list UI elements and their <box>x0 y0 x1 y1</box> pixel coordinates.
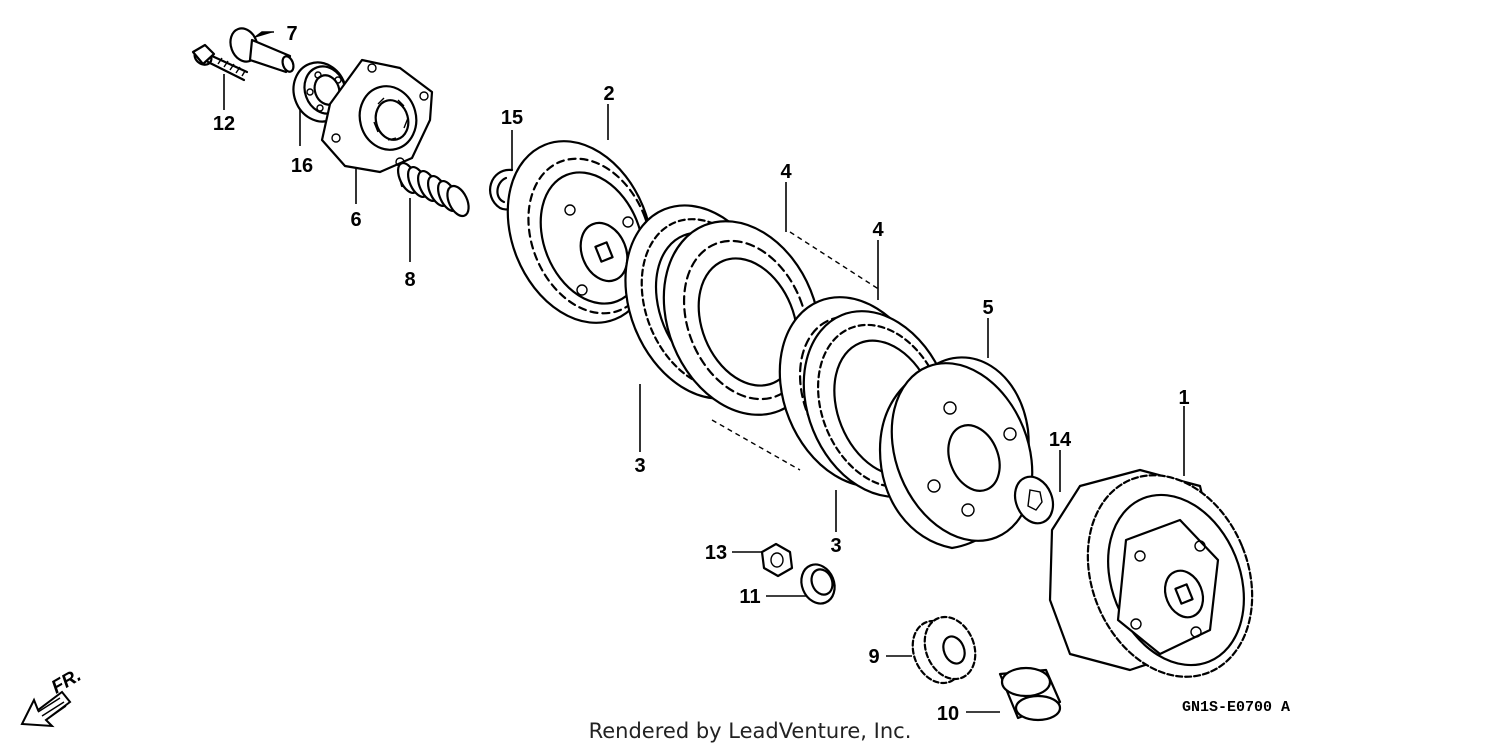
callout-6: 6 <box>350 209 361 231</box>
part-9-primary-gear[interactable] <box>904 609 984 690</box>
callout-13: 13 <box>705 542 727 564</box>
callout-11: 11 <box>739 586 760 608</box>
watermark: Rendered by LeadVenture, Inc. <box>589 719 912 743</box>
callout-7: 7 <box>286 23 297 45</box>
part-14-lock-washer[interactable] <box>1008 471 1059 529</box>
callout-2: 2 <box>603 83 614 105</box>
part-7-pin[interactable] <box>226 25 295 74</box>
part-1-clutch-drum[interactable] <box>1048 450 1281 701</box>
callout-12: 12 <box>213 113 235 135</box>
front-label: FR. <box>48 665 85 698</box>
callout-1: 1 <box>1178 387 1189 409</box>
part-13-nut[interactable] <box>760 542 794 578</box>
callout-14: 14 <box>1049 429 1072 451</box>
part-2-pressure-plate[interactable] <box>482 119 679 344</box>
part-10-collar[interactable] <box>998 666 1062 722</box>
part-6-lifter-plate[interactable] <box>320 58 434 174</box>
callout-4-right: 4 <box>872 219 884 241</box>
callout-4-left: 4 <box>780 161 792 183</box>
part-11-washer[interactable] <box>796 559 841 608</box>
callout-9: 9 <box>868 646 879 668</box>
callout-3-left: 3 <box>634 455 645 477</box>
callout-15: 15 <box>501 107 523 129</box>
callout-3-right: 3 <box>830 535 841 557</box>
callout-10: 10 <box>937 703 959 725</box>
part-8-spring[interactable] <box>394 160 473 219</box>
callout-16: 16 <box>291 155 313 177</box>
part-5-clutch-outer-plate[interactable] <box>866 342 1057 562</box>
front-direction-indicator: FR. <box>20 665 85 728</box>
callout-8: 8 <box>404 269 415 291</box>
callout-5: 5 <box>982 297 993 319</box>
part-12-bolt[interactable] <box>191 43 249 82</box>
diagram-code: GN1S-E0700 A <box>1182 699 1290 716</box>
leader-7 <box>253 31 274 39</box>
